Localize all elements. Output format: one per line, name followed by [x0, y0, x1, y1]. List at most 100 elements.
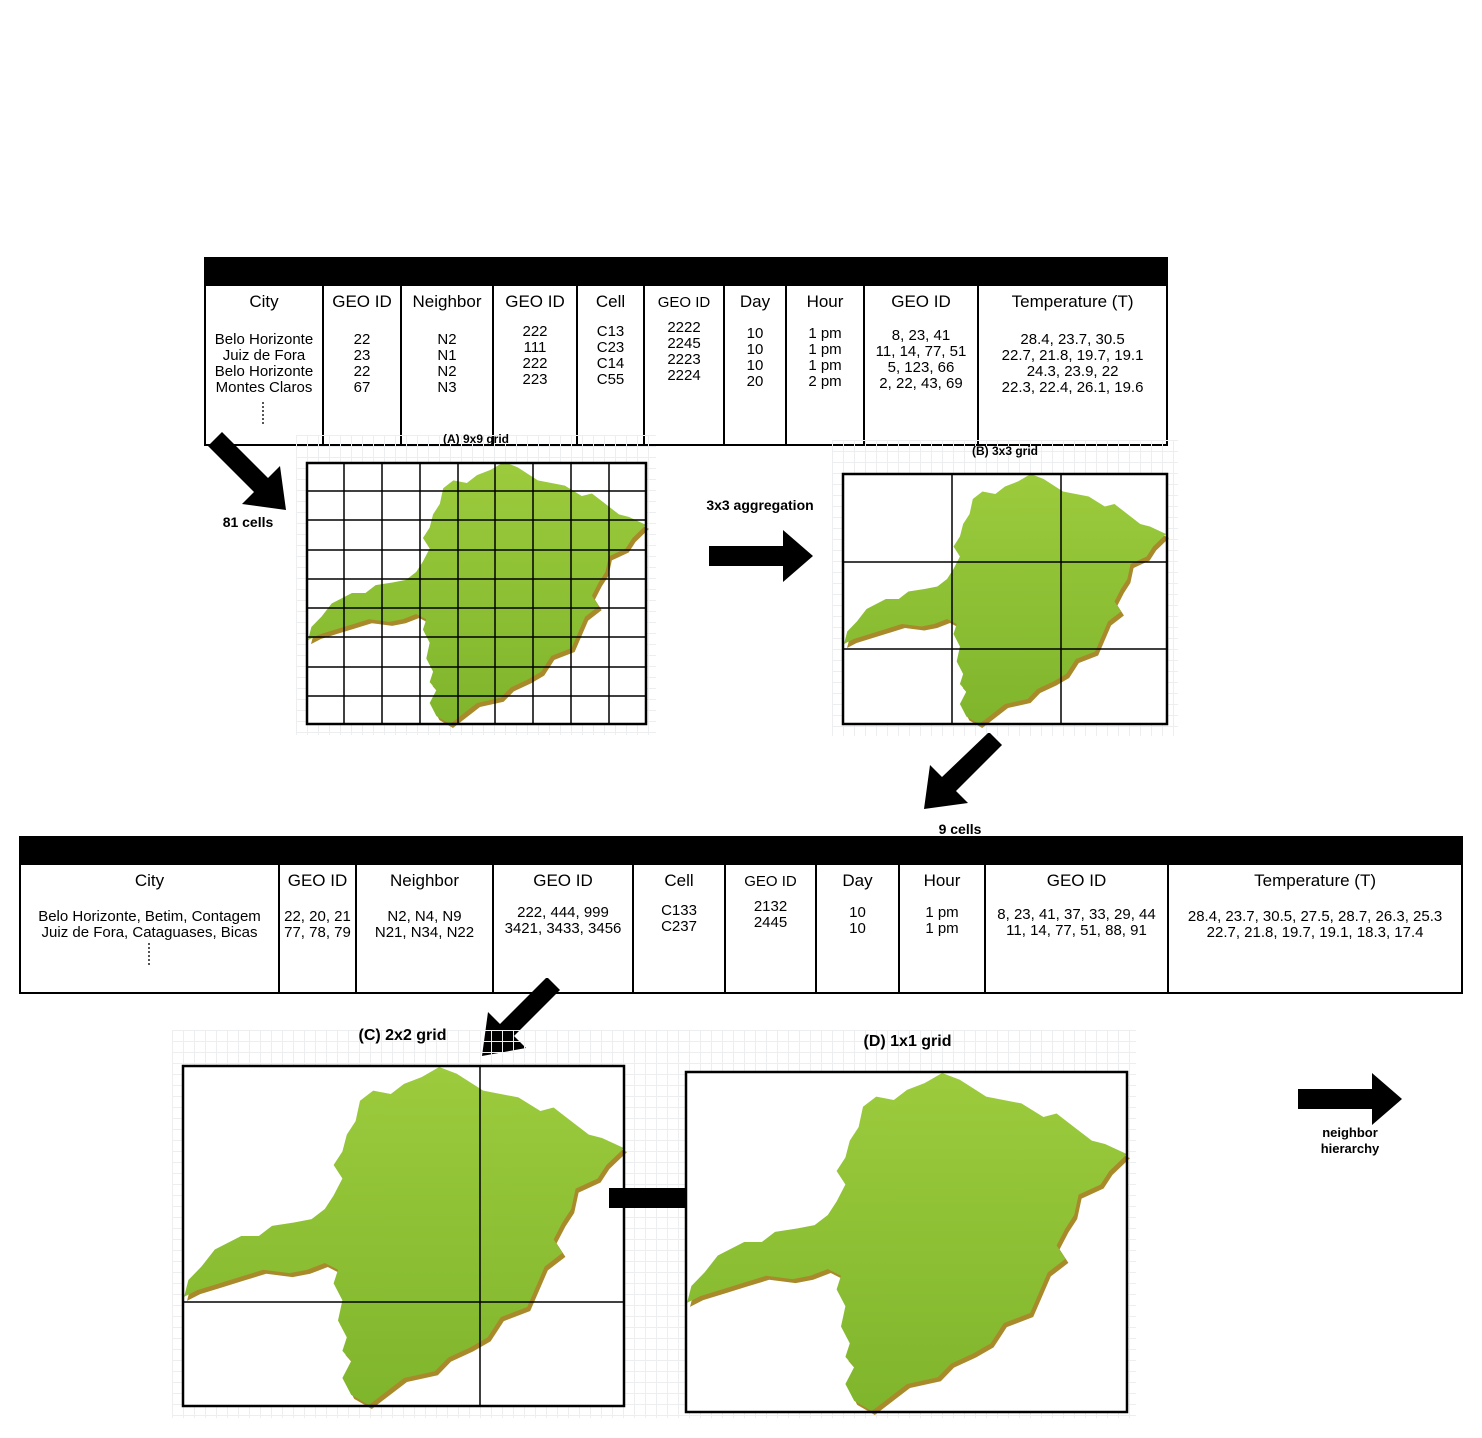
geo-id-column: 222, 444, 999 3421, 3433, 3456 — [492, 891, 634, 994]
more-rows-ellipsis — [262, 402, 266, 424]
table-cell: 28.4, 23.7, 30.5 — [1020, 331, 1125, 348]
neighbor-column: N2, N4, N9 N21, N34, N22 — [355, 891, 494, 994]
table-cell: 22, 20, 21 — [284, 908, 351, 925]
day-column: 10 10 10 20 — [723, 312, 787, 446]
grid-d-title: (D) 1x1 grid — [863, 1033, 952, 1050]
day-column: 10 10 — [815, 891, 900, 994]
table-cell: 5, 123, 66 — [887, 359, 955, 376]
table-cell: 22 — [353, 363, 371, 380]
table-cell: 222 — [522, 355, 548, 372]
cell-column: C13 C23 C14 C55 — [576, 312, 645, 446]
table-cell: 111 — [523, 339, 547, 356]
grid-b-title: (B) 3x3 grid — [971, 444, 1038, 458]
col-header-city: City — [19, 863, 280, 891]
city-column: Belo Horizonte Juiz de Fora Belo Horizon… — [204, 312, 324, 446]
table-cell: C55 — [596, 371, 625, 388]
map-frame — [181, 1064, 626, 1408]
col-header-geo-id: GEO ID — [863, 284, 979, 312]
table-cell: 67 — [353, 379, 371, 396]
col-header-day: Day — [723, 284, 787, 312]
table-cell: 1 pm — [808, 325, 842, 342]
geo-id-column: 8, 23, 41 11, 14, 77, 51 5, 123, 66 2, 2… — [863, 312, 979, 446]
table-header-bar — [203, 257, 1169, 286]
table-cell: N2, N4, N9 — [387, 908, 462, 925]
table-cell: Montes Claros — [215, 379, 313, 396]
table-cell: 2223 — [667, 351, 701, 368]
col-header-cell: Cell — [576, 284, 645, 312]
hour-column: 1 pm 1 pm — [898, 891, 986, 994]
table-cell: 8, 23, 41, 37, 33, 29, 44 — [997, 906, 1156, 923]
neighbor-column: N2 N1 N2 N3 — [400, 312, 494, 446]
arrow-shape — [208, 432, 286, 510]
table-cell: 77, 78, 79 — [284, 924, 351, 941]
table-cell: 28.4, 23.7, 30.5, 27.5, 28.7, 26.3, 25.3 — [1187, 908, 1443, 925]
more-rows-ellipsis — [147, 943, 152, 965]
table-header-bar — [18, 836, 1464, 865]
table-cell: C14 — [596, 355, 625, 372]
table-cell: C237 — [661, 918, 697, 935]
geo-id-column: 2222 2245 2223 2224 — [643, 312, 725, 446]
col-header-day: Day — [815, 863, 900, 891]
geo-id-column: 2132 2445 — [724, 891, 817, 994]
col-header-city: City — [204, 284, 324, 312]
grid-a-title: (A) 9x9 grid — [442, 432, 509, 446]
bottom-data-table: City GEO ID Neighbor GEO ID Cell GEO ID … — [18, 836, 1464, 994]
table-cell: Belo Horizonte — [214, 331, 314, 348]
temperature-column: 28.4, 23.7, 30.5, 27.5, 28.7, 26.3, 25.3… — [1166, 891, 1464, 994]
cells-9-label: 9 cells — [938, 821, 982, 837]
table-cell: C23 — [596, 339, 625, 356]
table-cell: 2445 — [753, 914, 788, 931]
table-cell: Belo Horizonte — [214, 363, 314, 380]
aggregation-label: 3x3 aggregation — [706, 497, 814, 513]
legend-arrow-label: neighbor hierarchy — [1320, 1125, 1380, 1156]
table-cell: C13 — [596, 323, 625, 340]
geo-id-column: 22, 20, 21 77, 78, 79 — [278, 891, 357, 994]
map-frame — [684, 1070, 1129, 1414]
table-cell: 222, 444, 999 — [517, 904, 609, 921]
table-cell: 22 — [353, 331, 371, 348]
col-header-temperature: Temperature (T) — [976, 284, 1169, 312]
table-cell: N21, N34, N22 — [374, 924, 475, 941]
table-cell: 23 — [353, 347, 371, 364]
geo-id-column: 8, 23, 41, 37, 33, 29, 44 11, 14, 77, 51… — [984, 891, 1169, 994]
city-column: Belo Horizonte, Betim, Contagem Juiz de … — [19, 891, 280, 994]
col-header-geo-id: GEO ID — [492, 284, 578, 312]
table-cell: 8, 23, 41 — [891, 327, 951, 344]
map-1x1-grid — [684, 1070, 1130, 1415]
table-cell: 2, 22, 43, 69 — [879, 375, 963, 392]
table-cell: 11, 14, 77, 51, 88, 91 — [1006, 922, 1147, 939]
map-2x2-grid — [181, 1064, 627, 1409]
map-frame — [841, 472, 1169, 726]
col-header-geo-id: GEO ID — [984, 863, 1169, 891]
arrow-shape — [1298, 1073, 1402, 1125]
table-cell: 1 pm — [808, 357, 842, 374]
table-cell: Juiz de Fora, Cataguases, Bicas — [41, 924, 258, 941]
arrow-shape — [709, 530, 813, 582]
table-cell: N1 — [437, 347, 457, 364]
table-cell: Belo Horizonte, Betim, Contagem — [38, 908, 261, 925]
table-cell: 10 — [746, 357, 764, 374]
table-cell: 22.3, 22.4, 26.1, 19.6 — [1001, 379, 1144, 396]
col-header-neighbor: Neighbor — [355, 863, 494, 891]
table-values-row: Belo Horizonte Juiz de Fora Belo Horizon… — [204, 312, 1169, 446]
table-cell: 223 — [522, 371, 548, 388]
table-cell: 10 — [849, 904, 866, 921]
table-cell: 10 — [746, 325, 764, 342]
map-frame — [305, 461, 648, 726]
cells-81-label: 81 cells — [222, 514, 274, 530]
col-header-geo-id: GEO ID — [724, 863, 817, 891]
col-header-hour: Hour — [898, 863, 986, 891]
map-3x3-grid — [841, 472, 1169, 728]
col-header-geo-id: GEO ID — [278, 863, 357, 891]
col-header-geo-id: GEO ID — [322, 284, 402, 312]
diagonal-arrow-icon — [924, 733, 1002, 809]
table-cell: 3421, 3433, 3456 — [504, 920, 622, 937]
table-cell: 11, 14, 77, 51 — [875, 343, 967, 360]
col-header-neighbor: Neighbor — [400, 284, 494, 312]
table-cell: 22.7, 21.8, 19.7, 19.1 — [1001, 347, 1144, 364]
map-9x9-grid — [305, 461, 649, 728]
table-cell: C133 — [661, 902, 697, 919]
table-cell: 10 — [849, 920, 866, 937]
table-cell: 1 pm — [925, 904, 959, 921]
temperature-column: 28.4, 23.7, 30.5 22.7, 21.8, 19.7, 19.1 … — [976, 312, 1169, 446]
